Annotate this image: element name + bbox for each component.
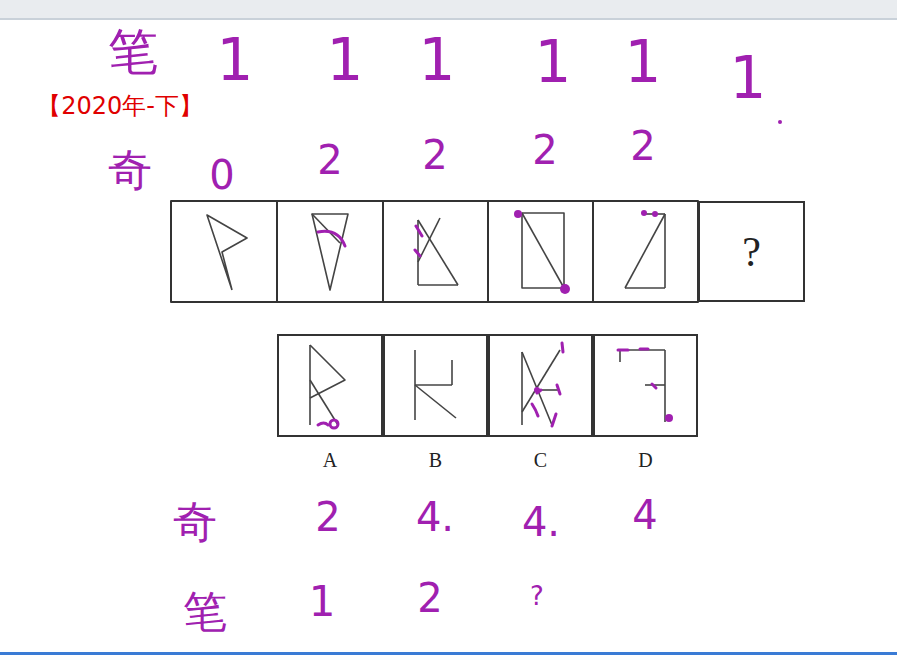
odd-count: 0 <box>209 155 234 195</box>
option-letter: C <box>534 450 547 470</box>
window-bar <box>0 652 897 655</box>
option-letter: B <box>429 450 442 470</box>
stroke-count: 1 <box>625 33 662 91</box>
stroke-count: 2 <box>417 578 442 618</box>
option-letter: A <box>323 450 337 470</box>
stroke-count: ? <box>530 583 544 609</box>
option-letter: D <box>638 450 652 470</box>
stroke-heading: 笔 <box>108 27 158 77</box>
stroke-count: 1 <box>309 581 336 623</box>
odd-count: 4. <box>522 502 560 542</box>
option-box: A <box>277 334 383 437</box>
source-tag: 【2020年-下】 <box>37 94 203 118</box>
question-cell: ? <box>698 201 805 302</box>
stroke-count: 1 <box>535 33 572 91</box>
odd-heading: 奇 <box>173 500 217 544</box>
stroke-count: 1 <box>217 31 254 89</box>
odd-count: 2 <box>315 497 340 537</box>
option-box: B <box>383 334 488 437</box>
odd-count: 2 <box>630 126 655 166</box>
odd-count: 4 <box>632 495 657 535</box>
odd-count: 2 <box>532 130 557 170</box>
option-box: D <box>593 334 698 437</box>
odd-heading: 奇 <box>108 148 152 192</box>
question-mark: ? <box>742 231 761 273</box>
stroke-count: 1 <box>730 49 767 107</box>
stroke-count: 1 <box>419 31 456 89</box>
window-bar <box>0 0 897 20</box>
odd-count: 2 <box>317 140 342 180</box>
stroke-heading: 笔 <box>183 590 227 634</box>
odd-count: 2 <box>422 135 447 175</box>
stroke-count: 1 <box>327 31 364 89</box>
option-box: C <box>488 334 593 437</box>
odd-count: 4. <box>416 497 454 537</box>
